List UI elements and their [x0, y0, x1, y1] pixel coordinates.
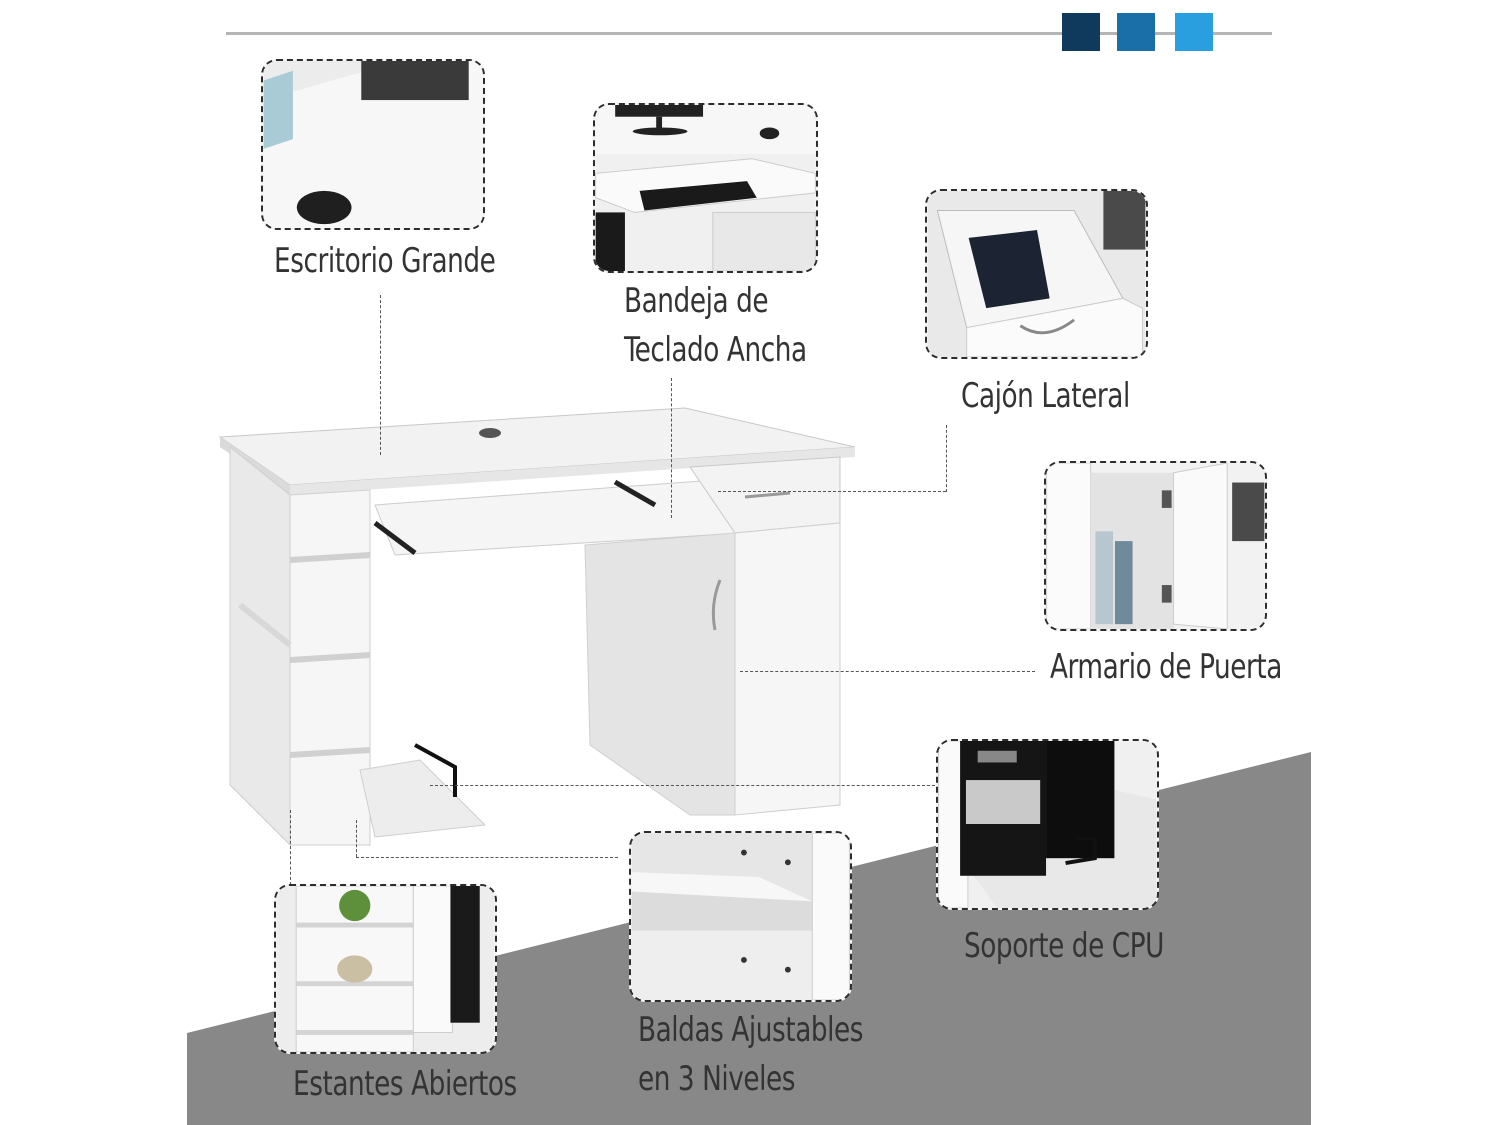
leader-line-cajon-vertical [946, 425, 947, 492]
desk-main-image [218, 407, 856, 847]
label-bandeja-teclado-line-2: Teclado Ancha [624, 330, 807, 371]
label-soporte-cpu-line-1: Soporte de CPU [964, 926, 1164, 966]
label-armario-puerta-line-1: Armario de Puerta [1050, 647, 1282, 687]
thumb-bandeja-teclado [593, 103, 818, 273]
thumb-baldas-ajustables [629, 831, 852, 1002]
thumb-armario-puerta [1044, 461, 1267, 631]
leader-line-armario [740, 671, 1035, 672]
label-escritorio-grande-line-1: Escritorio Grande [274, 241, 496, 281]
leader-line-bandeja [671, 378, 672, 518]
leader-line-cpu [430, 785, 935, 786]
leader-line-estantes [290, 810, 291, 885]
label-bandeja-teclado-line-1: Bandeja de [624, 281, 769, 321]
thumb-estantes-abiertos [274, 884, 497, 1054]
leader-line-baldas-horizontal [356, 857, 618, 858]
leader-line-escritorio [380, 295, 381, 455]
label-estantes-abiertos: Estantes Abiertos [293, 1060, 517, 1109]
thumb-cajon-lateral [925, 189, 1148, 359]
label-escritorio-grande: Escritorio Grande [274, 237, 496, 286]
label-cajon-lateral: Cajón Lateral [961, 372, 1130, 421]
thumb-soporte-cpu [936, 739, 1159, 910]
label-cajon-lateral-line-1: Cajón Lateral [961, 376, 1130, 416]
leader-line-baldas-vertical [356, 820, 357, 857]
label-soporte-cpu: Soporte de CPU [964, 922, 1164, 971]
color-swatch-dark-blue [1062, 13, 1100, 51]
label-estantes-abiertos-line-1: Estantes Abiertos [293, 1064, 517, 1104]
label-bandeja-teclado: Bandeja de Teclado Ancha [624, 277, 807, 376]
label-baldas-ajustables: Baldas Ajustables en 3 Niveles [638, 1006, 864, 1105]
color-swatch-light-blue [1175, 13, 1213, 51]
label-baldas-ajustables-line-1: Baldas Ajustables [638, 1010, 864, 1050]
label-armario-puerta: Armario de Puerta [1050, 643, 1282, 692]
color-swatch-medium-blue [1117, 13, 1155, 51]
thumb-escritorio-grande [261, 59, 485, 230]
leader-line-cajon-horizontal [718, 491, 946, 492]
label-baldas-ajustables-line-2: en 3 Niveles [638, 1059, 796, 1100]
header-rule [226, 32, 1272, 35]
